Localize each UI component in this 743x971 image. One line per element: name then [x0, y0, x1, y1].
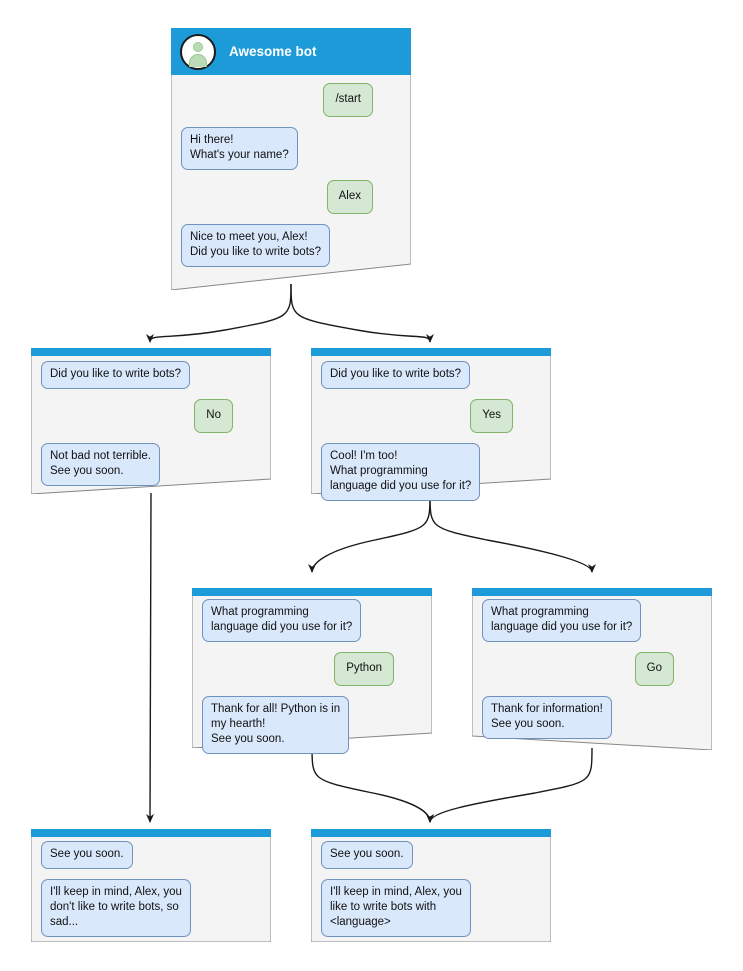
chat-node-yes-branch[interactable]: Did you like to write bots? Yes Cool! I'…	[311, 348, 551, 501]
message-row: Nice to meet you, Alex! Did you like to …	[181, 224, 401, 267]
bot-message-bubble: See you soon.	[321, 841, 413, 869]
edge-go-to-end-happy	[426, 747, 593, 823]
node-header-bar	[31, 829, 271, 837]
bot-message-bubble: I'll keep in mind, Alex, you like to wri…	[321, 879, 471, 937]
chat-node-python-branch[interactable]: What programming language did you use fo…	[192, 588, 432, 754]
message-row: Did you like to write bots?	[41, 361, 261, 389]
bot-message-bubble: What programming language did you use fo…	[482, 599, 642, 642]
message-row: What programming language did you use fo…	[482, 599, 702, 642]
avatar-head-shape	[193, 41, 203, 52]
message-row: I'll keep in mind, Alex, you don't like …	[41, 879, 261, 937]
user-avatar-icon	[180, 33, 216, 70]
message-row: Thank for all! Python is in my hearth! S…	[202, 696, 422, 754]
node-header-bar	[192, 588, 432, 596]
message-list-no-branch: Did you like to write bots? No Not bad n…	[31, 361, 271, 496]
message-row: Hi there! What's your name?	[181, 127, 401, 170]
message-row: See you soon.	[41, 841, 261, 869]
message-row: Yes	[321, 399, 541, 433]
message-row: No	[41, 399, 261, 433]
node-header-bar	[311, 348, 551, 356]
bot-message-bubble: Hi there! What's your name?	[181, 127, 298, 170]
message-row: See you soon.	[321, 841, 541, 869]
user-message-bubble: Go	[634, 652, 674, 686]
bot-message-bubble: What programming language did you use fo…	[202, 599, 362, 642]
bot-message-bubble: Did you like to write bots?	[41, 361, 191, 389]
bot-message-bubble: See you soon.	[41, 841, 133, 869]
message-row: I'll keep in mind, Alex, you like to wri…	[321, 879, 541, 937]
node-header-bar	[472, 588, 712, 596]
node-title-root: Awesome bot	[229, 44, 317, 59]
user-message-bubble: No	[194, 399, 233, 433]
message-row: What programming language did you use fo…	[202, 599, 422, 642]
message-row: Thank for information! See you soon.	[482, 696, 702, 739]
bot-message-bubble: Cool! I'm too! What programming language…	[321, 443, 481, 501]
message-list-go-branch: What programming language did you use fo…	[472, 599, 712, 749]
message-list-python-branch: What programming language did you use fo…	[192, 599, 432, 764]
chat-node-end-happy[interactable]: See you soon. I'll keep in mind, Alex, y…	[311, 829, 551, 942]
message-row: Cool! I'm too! What programming language…	[321, 443, 541, 501]
avatar-body-shape	[189, 53, 207, 67]
edge-root-to-no	[146, 283, 292, 343]
user-message-bubble: Yes	[470, 399, 513, 433]
message-row: Did you like to write bots?	[321, 361, 541, 389]
message-list-end-sad: See you soon. I'll keep in mind, Alex, y…	[31, 841, 271, 947]
chat-node-root[interactable]: Awesome bot /start Hi there! What's your…	[171, 28, 411, 290]
chat-node-go-branch[interactable]: What programming language did you use fo…	[472, 588, 712, 750]
bot-message-bubble: Did you like to write bots?	[321, 361, 471, 389]
bot-message-bubble: Not bad not terrible. See you soon.	[41, 443, 161, 486]
user-message-bubble: Python	[334, 652, 394, 686]
message-row: /start	[181, 83, 401, 117]
edge-no-to-end-sad	[146, 492, 155, 823]
bot-message-bubble: Nice to meet you, Alex! Did you like to …	[181, 224, 331, 267]
message-row: Go	[482, 652, 702, 686]
bot-message-bubble: I'll keep in mind, Alex, you don't like …	[41, 879, 191, 937]
chat-node-no-branch[interactable]: Did you like to write bots? No Not bad n…	[31, 348, 271, 494]
message-list-yes-branch: Did you like to write bots? Yes Cool! I'…	[311, 361, 551, 511]
user-message-bubble: /start	[323, 83, 373, 117]
message-list-root: /start Hi there! What's your name? Alex …	[171, 83, 411, 277]
user-message-bubble: Alex	[326, 180, 373, 214]
bot-message-bubble: Thank for all! Python is in my hearth! S…	[202, 696, 350, 754]
message-list-end-happy: See you soon. I'll keep in mind, Alex, y…	[311, 841, 551, 947]
message-row: Python	[202, 652, 422, 686]
node-header-bar	[31, 348, 271, 356]
node-header-bar	[311, 829, 551, 837]
chat-node-end-sad[interactable]: See you soon. I'll keep in mind, Alex, y…	[31, 829, 271, 942]
edge-root-to-yes	[290, 283, 434, 343]
bot-message-bubble: Thank for information! See you soon.	[482, 696, 612, 739]
message-row: Alex	[181, 180, 401, 214]
message-row: Not bad not terrible. See you soon.	[41, 443, 261, 486]
node-header-root: Awesome bot	[171, 28, 411, 75]
